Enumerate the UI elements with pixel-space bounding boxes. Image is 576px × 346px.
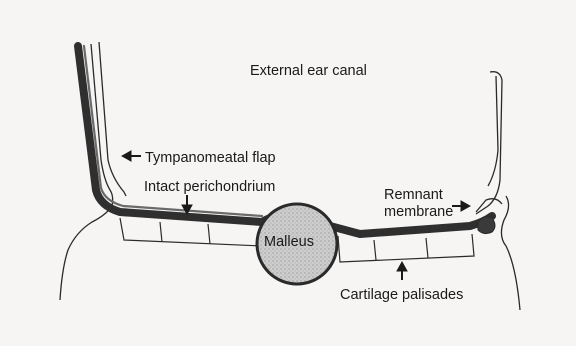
label-cartilage-palisades: Cartilage palisades bbox=[340, 287, 463, 303]
palisades-arrow bbox=[397, 262, 407, 280]
label-malleus: Malleus bbox=[264, 234, 314, 250]
label-intact-perichondrium: Intact perichondrium bbox=[144, 179, 275, 195]
label-tympanomeatal-flap: Tympanomeatal flap bbox=[145, 150, 276, 166]
flap-arrow bbox=[122, 151, 141, 161]
label-membrane: membrane bbox=[384, 204, 453, 220]
palisade-right-group bbox=[338, 234, 474, 262]
label-remnant: Remnant bbox=[384, 187, 443, 203]
label-external-ear-canal: External ear canal bbox=[250, 63, 367, 79]
remnant-arrow bbox=[452, 201, 470, 211]
right-canal-wall bbox=[476, 72, 520, 310]
remnant-membrane-shape bbox=[478, 217, 495, 234]
